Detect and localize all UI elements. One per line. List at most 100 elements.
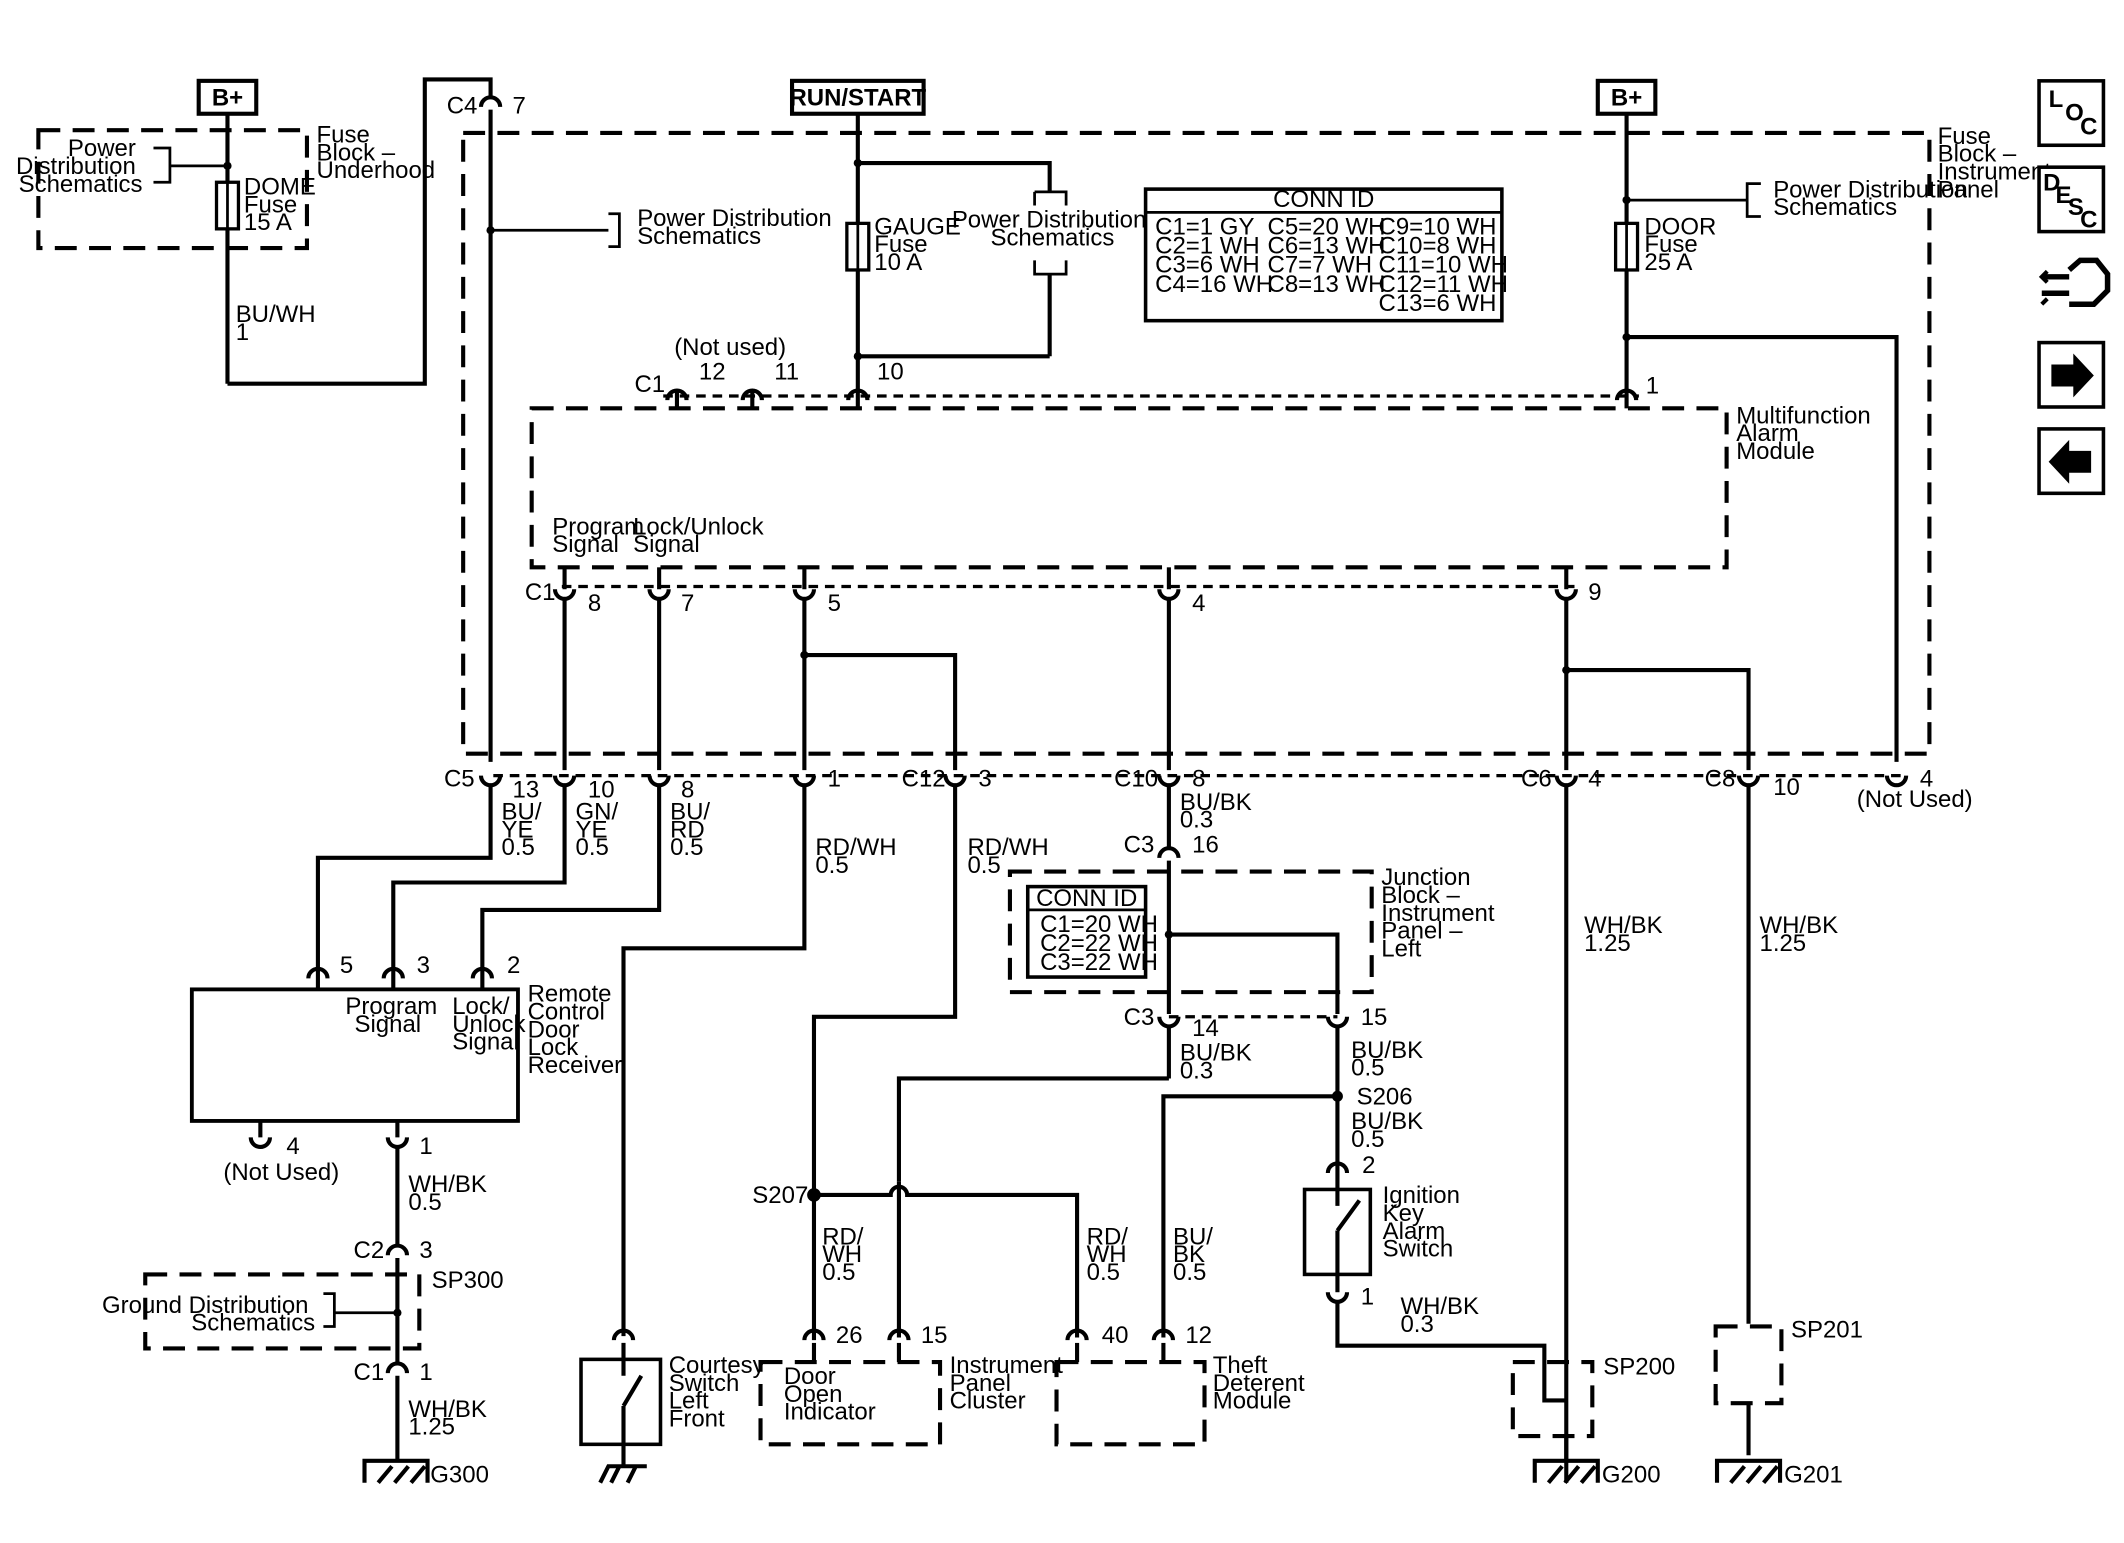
svg-text:SP200: SP200: [1603, 1353, 1675, 1380]
loc-button[interactable]: L O C: [2037, 79, 2106, 148]
svg-text:G200: G200: [1602, 1462, 1661, 1489]
svg-text:2: 2: [507, 952, 520, 979]
dome-fuse-label: DOME Fuse 15 A: [244, 174, 323, 237]
svg-text:2: 2: [1362, 1152, 1375, 1179]
svg-text:4: 4: [1920, 766, 1933, 793]
svg-text:C3: C3: [1124, 831, 1155, 858]
svg-text:3: 3: [417, 952, 430, 979]
svg-text:S206: S206: [1357, 1083, 1413, 1110]
svg-text:C: C: [2080, 113, 2097, 140]
svg-text:1: 1: [419, 1359, 432, 1386]
courtesy-switch-label: Courtesy Switch Left Front: [669, 1352, 772, 1432]
junction-block-instrument-panel-left: [1007, 869, 1374, 995]
svg-text:12: 12: [1185, 1322, 1212, 1349]
svg-text:SP201: SP201: [1791, 1316, 1863, 1343]
svg-text:4: 4: [1192, 590, 1205, 617]
svg-text:(Not Used): (Not Used): [223, 1159, 339, 1186]
svg-text:9: 9: [1588, 579, 1601, 606]
svg-text:C10: C10: [1114, 766, 1158, 793]
wire-bu-wh: BU/WH 1: [236, 301, 323, 346]
ignition-switch-label: Ignition Key Alarm Switch: [1383, 1182, 1467, 1262]
svg-text:15: 15: [1361, 1004, 1388, 1031]
fuse-block-underhood-label: Fuse Block – Underhood: [317, 122, 436, 185]
svg-text:B+: B+: [212, 85, 243, 112]
svg-text:G300: G300: [430, 1462, 489, 1489]
svg-text:C1: C1: [525, 579, 556, 606]
ground-g201-icon: [1714, 1458, 1783, 1485]
previous-arrow-icon[interactable]: [2037, 427, 2106, 496]
multifunction-alarm-module: [529, 406, 1729, 570]
svg-text:4: 4: [1588, 766, 1601, 793]
splice-sp200: [1510, 1360, 1595, 1439]
svg-text:10: 10: [1773, 774, 1800, 801]
fuse-block-instrument-panel: [461, 130, 1932, 756]
svg-text:RUN/START: RUN/START: [789, 85, 926, 112]
fuse-block-underhood: [36, 128, 310, 251]
svg-text:8: 8: [1192, 766, 1205, 793]
gauge-fuse-label: GAUGE Fuse 10 A: [874, 213, 967, 276]
svg-text:G201: G201: [1784, 1462, 1843, 1489]
power-distribution-ref-c4: Power Distribution Schematics: [637, 205, 838, 250]
svg-text:O: O: [2065, 100, 2084, 127]
mam-program-signal: Program Signal: [552, 513, 651, 558]
power-distribution-ref-door: Power Distribution Schematics: [1773, 176, 1974, 221]
splice-sp201: [1713, 1324, 1784, 1406]
svg-text:C1: C1: [354, 1359, 385, 1386]
svg-text:7: 7: [513, 93, 526, 120]
theft-deterent-module: [1054, 1360, 1207, 1447]
svg-text:CONN ID: CONN ID: [1273, 186, 1374, 213]
svg-text:C12: C12: [902, 766, 946, 793]
door-fuse-label: DOOR Fuse 25 A: [1644, 213, 1723, 276]
svg-text:C8: C8: [1705, 766, 1736, 793]
svg-text:D: D: [2043, 169, 2060, 196]
svg-text:11: 11: [774, 359, 799, 386]
junction-block-label: Junction Block – Instrument Panel – Left: [1381, 864, 1501, 962]
svg-text:S207: S207: [752, 1182, 808, 1209]
power-distribution-ref-left: Power Distribution Schematics: [16, 135, 143, 198]
battery-left-label: B+: [196, 78, 259, 116]
courtesy-switch-left-front: [579, 1357, 663, 1447]
battery-right-label: B+: [1595, 78, 1658, 116]
svg-text:C5: C5: [444, 766, 475, 793]
ipc-label: Instrument Panel Cluster: [950, 1352, 1070, 1415]
ground-g300-icon: [362, 1458, 430, 1485]
connector-icon[interactable]: [2038, 257, 2111, 307]
svg-text:8: 8: [588, 590, 601, 617]
fuse-block-ip-label: Fuse Block – Instrument Panel: [1938, 123, 2058, 203]
svg-text:B+: B+: [1611, 85, 1642, 112]
next-arrow-icon[interactable]: [2037, 340, 2106, 409]
svg-text:3: 3: [419, 1237, 432, 1264]
desc-button[interactable]: D E S C: [2037, 165, 2106, 233]
svg-text:C9=10 WH C10=8 WH: C9=10 WH C10=8 WH C11=10 WH C12=11 WH C1…: [1379, 213, 1515, 317]
svg-text:5: 5: [828, 590, 841, 617]
svg-text:C6: C6: [1521, 766, 1552, 793]
svg-text:16: 16: [1192, 831, 1219, 858]
svg-text:1: 1: [828, 766, 841, 793]
svg-text:C1=20 WH C2=22 WH: C1=20 WH C2=22 WH C3=22 WH: [1040, 911, 1165, 976]
svg-text:E: E: [2055, 182, 2071, 209]
svg-text:CONN ID: CONN ID: [1036, 885, 1137, 912]
svg-text:(Not Used): (Not Used): [1857, 786, 1973, 813]
svg-text:4: 4: [286, 1133, 299, 1160]
svg-text:C3: C3: [1124, 1004, 1155, 1031]
rcdlr-lockunlock-signal: Lock/ Unlock Signal: [452, 993, 532, 1056]
svg-text:C1=1 GY C2=1 WH C3: C1=1 GY C2=1 WH C3=6 WH C4=16 WH: [1155, 213, 1273, 298]
mam-label: Multifunction Alarm Module: [1736, 402, 1877, 465]
svg-text:1: 1: [1646, 372, 1659, 399]
conn-id-table: CONN ID C1=1 GY C2=1 WH C3=6 WH C4=16 WH…: [1143, 186, 1515, 323]
svg-text:C2: C2: [354, 1237, 385, 1264]
svg-text:7: 7: [681, 590, 694, 617]
ground-distribution-ref: Ground Distribution Schematics: [102, 1292, 315, 1337]
